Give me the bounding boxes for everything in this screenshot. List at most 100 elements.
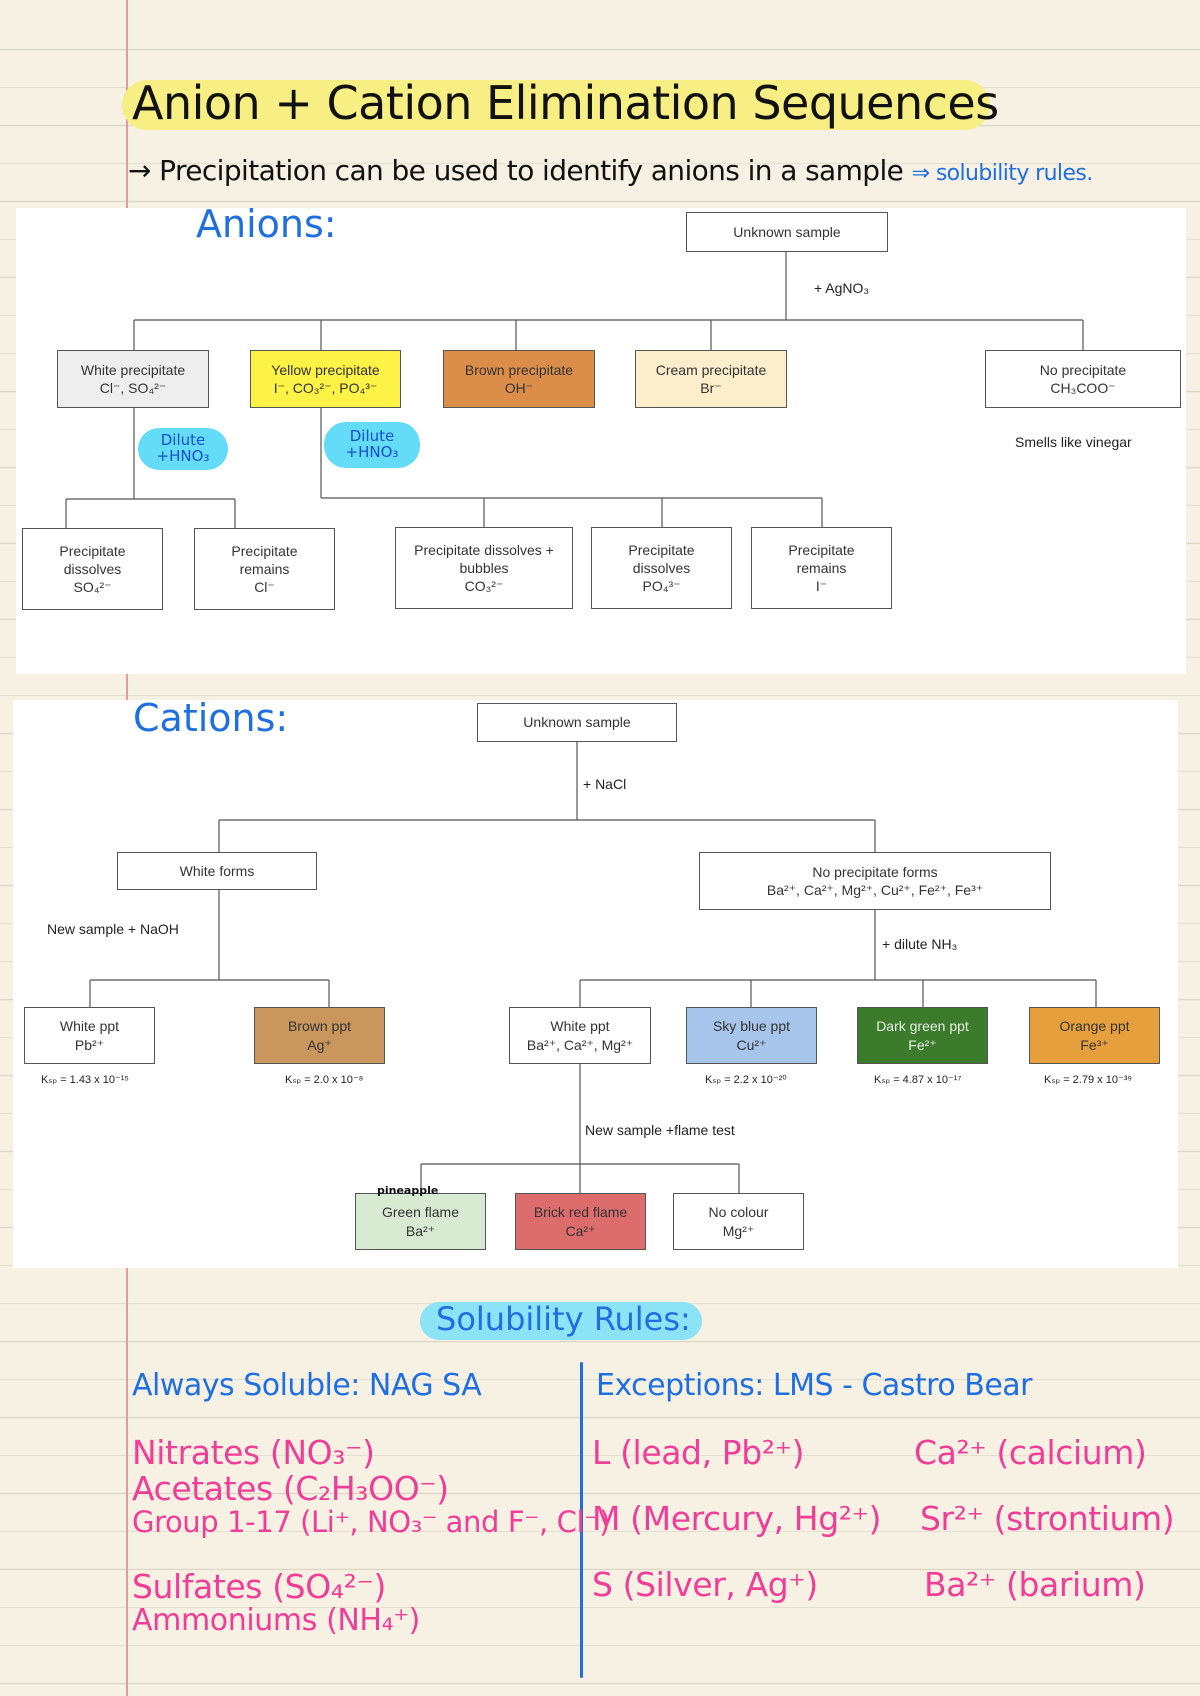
- no-precipitate-forms-label: No precipitate forms: [812, 863, 938, 880]
- level2-line2: remains: [239, 560, 290, 577]
- dilute-label-2: Dilute: [349, 427, 395, 446]
- vinegar-note: Smells like vinegar: [1015, 434, 1132, 450]
- ppt-label: Brown ppt: [287, 1018, 352, 1035]
- sky-blue-ppt-box: Sky blue ppt Cu²⁺: [686, 1007, 817, 1064]
- ppt-ion: Ba²⁺, Ca²⁺, Mg²⁺: [526, 1036, 634, 1053]
- flame-ion: Ca²⁺: [565, 1222, 596, 1239]
- exception-strontium: Sr²⁺ (strontium): [920, 1499, 1175, 1538]
- level2-ion: Cl⁻: [254, 579, 275, 596]
- anions-heading: Anions:: [196, 202, 337, 246]
- cream-precipitate-label: Cream precipitate: [655, 361, 767, 378]
- cations-root-label: Unknown sample: [523, 714, 631, 731]
- precipitate-remains-i-box: Precipitate remains I⁻: [751, 527, 892, 609]
- level2-line1: Precipitate: [59, 542, 126, 559]
- ppt-label: Sky blue ppt: [712, 1018, 791, 1035]
- white-forms-box: White forms: [117, 852, 317, 890]
- level2-ion: CO₃²⁻: [464, 578, 504, 595]
- anions-panel: Anions: Unknown sample + AgNO₃ White pre…: [16, 202, 1186, 674]
- ppt-ion: Pb²⁺: [74, 1036, 105, 1053]
- level2-line2: dissolves: [632, 559, 691, 576]
- level2-line2: dissolves: [63, 560, 122, 577]
- precipitate-dissolves-po4-box: Precipitate dissolves PO₄³⁻: [591, 527, 732, 609]
- rule-sulfates: Sulfates (SO₄²⁻): [132, 1567, 386, 1606]
- no-precipitate-forms-ions: Ba²⁺, Ca²⁺, Mg²⁺, Cu²⁺, Fe²⁺, Fe³⁺: [766, 882, 984, 898]
- nacl-label: + NaCl: [583, 776, 627, 792]
- yellow-precipitate-box: Yellow precipitate I⁻, CO₃²⁻, PO₄³⁻: [250, 350, 401, 408]
- exception-barium: Ba²⁺ (barium): [924, 1565, 1146, 1604]
- no-precipitate-ions: CH₃COO⁻: [1050, 380, 1116, 396]
- orange-ppt-box: Orange ppt Fe³⁺: [1029, 1007, 1160, 1064]
- no-colour-box: No colour Mg²⁺: [673, 1193, 804, 1250]
- page-subtitle: → Precipitation can be used to identify …: [128, 154, 1093, 187]
- no-precipitate-forms-box: No precipitate forms Ba²⁺, Ca²⁺, Mg²⁺, C…: [699, 852, 1051, 910]
- subtitle-note: ⇒ solubility rules.: [911, 161, 1094, 186]
- flame-ion: Ba²⁺: [405, 1222, 436, 1239]
- page-title: Anion + Cation Elimination Sequences: [132, 76, 999, 130]
- ppt-label: White ppt: [550, 1018, 610, 1035]
- level2-line2: remains: [796, 559, 847, 576]
- ksp-pb: Kₛₚ = 1.43 x 10⁻¹⁵: [41, 1074, 129, 1086]
- naoh-label: New sample + NaOH: [47, 921, 179, 937]
- exception-silver: S (Silver, Ag⁺): [592, 1565, 818, 1604]
- exception-lead: L (lead, Pb²⁺): [592, 1433, 805, 1472]
- brown-ppt-ag-box: Brown ppt Ag⁺: [254, 1007, 385, 1064]
- ppt-ion: Fe²⁺: [908, 1036, 937, 1053]
- always-soluble-heading: Always Soluble: NAG SA: [132, 1368, 482, 1403]
- ppt-ion: Ag⁺: [307, 1036, 332, 1053]
- ksp-fe3: Kₛₚ = 2.79 x 10⁻³⁹: [1044, 1074, 1133, 1086]
- rule-group-1-17: Group 1-17 (Li⁺, NO₃⁻ and F⁻, Cl⁻): [132, 1505, 611, 1539]
- pineapple-scribble: pineapple: [377, 1184, 439, 1197]
- dilute-nh3-label: + dilute NH₃: [882, 936, 958, 952]
- ppt-ion: Fe³⁺: [1080, 1036, 1109, 1053]
- hno3-label-1: +HNO₃: [156, 447, 210, 465]
- flame-test-label: New sample +flame test: [585, 1122, 735, 1138]
- precipitate-dissolves-so4-box: Precipitate dissolves SO₄²⁻: [22, 528, 163, 610]
- exceptions-heading: Exceptions: LMS - Castro Bear: [596, 1368, 1033, 1403]
- cream-precipitate-box: Cream precipitate Br⁻: [635, 350, 787, 408]
- exception-mercury: M (Mercury, Hg²⁺): [592, 1499, 882, 1538]
- subtitle-text: → Precipitation can be used to identify …: [128, 154, 904, 187]
- anions-root-label: Unknown sample: [733, 223, 841, 240]
- no-precipitate-box: No precipitate CH₃COO⁻: [985, 350, 1181, 408]
- white-ppt-pb-box: White ppt Pb²⁺: [24, 1007, 155, 1064]
- cations-panel: Cations: Unknown sample + NaCl White for…: [13, 696, 1178, 1268]
- ksp-fe2: Kₛₚ = 4.87 x 10⁻¹⁷: [874, 1074, 962, 1086]
- rule-ammoniums: Ammoniums (NH₄⁺): [132, 1603, 420, 1638]
- cations-root-box: Unknown sample: [477, 703, 677, 742]
- ksp-cu: Kₛₚ = 2.2 x 10⁻²⁰: [705, 1074, 787, 1086]
- dark-green-ppt-box: Dark green ppt Fe²⁺: [857, 1007, 988, 1064]
- dilute-label-1: Dilute: [160, 431, 206, 450]
- title-highlight: [122, 80, 990, 130]
- brown-precipitate-box: Brown precipitate OH⁻: [443, 350, 595, 408]
- brown-precipitate-ions: OH⁻: [504, 380, 534, 396]
- precipitate-dissolves-bubbles-box: Precipitate dissolves + bubbles CO₃²⁻: [395, 527, 573, 609]
- level2-ion: PO₄³⁻: [642, 578, 681, 595]
- level2-line1: Precipitate: [788, 541, 855, 558]
- white-precipitate-box: White precipitate Cl⁻, SO₄²⁻: [57, 350, 209, 408]
- ppt-label: White ppt: [59, 1018, 120, 1035]
- ksp-ag: Kₛₚ = 2.0 x 10⁻⁸: [285, 1074, 364, 1086]
- flame-label: No colour: [708, 1204, 769, 1221]
- agno3-label: + AgNO₃: [814, 280, 870, 296]
- ppt-label: Orange ppt: [1059, 1018, 1130, 1035]
- level2-line1: Precipitate: [628, 541, 695, 558]
- anions-connector-lines: [65, 252, 1084, 528]
- green-flame-box: Green flame Ba²⁺: [355, 1193, 486, 1250]
- ppt-ion: Cu²⁺: [736, 1036, 767, 1053]
- exception-calcium: Ca²⁺ (calcium): [914, 1433, 1147, 1472]
- rules-divider: [580, 1362, 583, 1678]
- brick-red-flame-box: Brick red flame Ca²⁺: [515, 1193, 646, 1250]
- white-ppt-group2-box: White ppt Ba²⁺, Ca²⁺, Mg²⁺: [509, 1007, 651, 1064]
- level2-ion: SO₄²⁻: [73, 579, 112, 596]
- rule-acetates: Acetates (C₂H₃OO⁻): [132, 1469, 449, 1508]
- yellow-precipitate-ions: I⁻, CO₃²⁻, PO₄³⁻: [273, 380, 378, 396]
- cations-heading: Cations:: [133, 696, 289, 740]
- flame-label: Brick red flame: [533, 1204, 628, 1221]
- dilute-hno3-pill-1: Dilute +HNO₃: [138, 428, 228, 470]
- flame-ion: Mg²⁺: [722, 1222, 755, 1239]
- level2-ion: I⁻: [815, 578, 828, 595]
- white-precipitate-ions: Cl⁻, SO₄²⁻: [99, 380, 167, 396]
- anions-root-box: Unknown sample: [686, 212, 888, 252]
- ppt-label: Dark green ppt: [876, 1018, 969, 1035]
- cations-connector-lines: [89, 742, 1097, 1193]
